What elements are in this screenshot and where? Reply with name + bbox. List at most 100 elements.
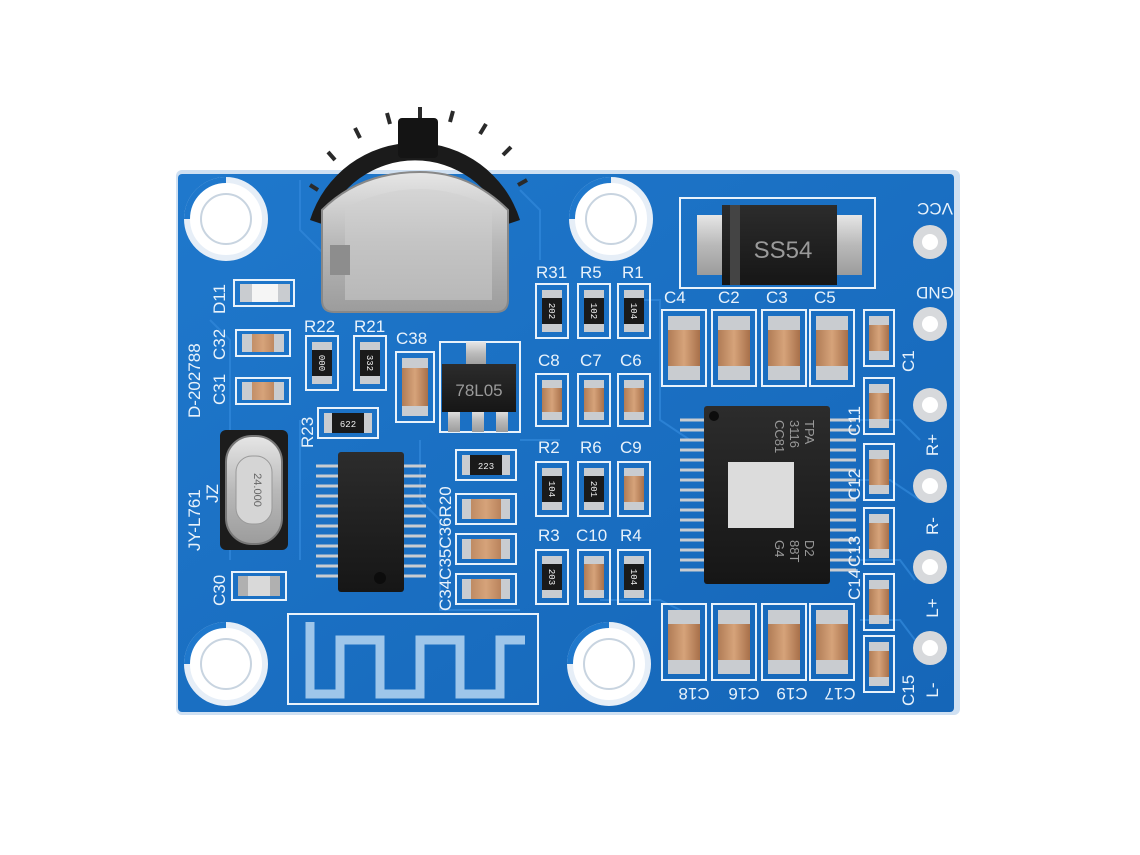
- label-r5: R5: [580, 263, 602, 282]
- diode-marking: SS54: [754, 237, 813, 264]
- r3-value: 203: [546, 569, 556, 585]
- label-r31: R31: [536, 263, 567, 282]
- label-r21: R21: [354, 317, 385, 336]
- r5-value: 102: [588, 303, 598, 319]
- amp-marking-1: TPA: [802, 420, 817, 445]
- board-maker: JZ: [203, 484, 222, 503]
- label-r-minus: R-: [923, 517, 942, 535]
- r20-value: 223: [478, 462, 494, 472]
- amp-marking-4: D2: [802, 540, 817, 557]
- resistor-r31: 202: [535, 283, 569, 339]
- led-d11: [233, 279, 295, 307]
- cap-c19: [761, 603, 807, 681]
- cap-c1: [863, 309, 895, 367]
- cap-c16: [711, 603, 757, 681]
- cap-c10: [577, 549, 611, 605]
- label-r22: R22: [304, 317, 335, 336]
- pad-vcc: [913, 225, 947, 259]
- label-l-plus: L+: [923, 598, 942, 617]
- label-c7: C7: [580, 351, 602, 370]
- label-c10: C10: [576, 526, 607, 545]
- label-r23: R23: [298, 417, 317, 448]
- cap-c36: [455, 493, 517, 525]
- cap-c35: [455, 533, 517, 565]
- label-c34-group: C34C35C36R20: [436, 486, 455, 611]
- amplifier-ic: TPA 3116 CC81 D2 88T G4: [680, 406, 856, 584]
- label-c6: C6: [620, 351, 642, 370]
- cap-c7: [577, 373, 611, 427]
- cap-c3: [761, 309, 807, 387]
- resistor-r21: 332: [353, 335, 387, 391]
- label-vcc: VCC: [917, 199, 953, 218]
- cap-c8: [535, 373, 569, 427]
- label-c1: C1: [899, 350, 918, 372]
- cap-c11: [863, 377, 895, 435]
- cap-c32: [235, 329, 291, 357]
- label-r6: R6: [580, 438, 602, 457]
- label-c9: C9: [620, 438, 642, 457]
- label-c14: C14: [845, 569, 864, 600]
- r2-value: 104: [546, 481, 556, 497]
- cap-c15: [863, 635, 895, 693]
- cap-c13: [863, 507, 895, 565]
- pad-r-minus: [913, 469, 947, 503]
- pad-gnd: [913, 307, 947, 341]
- r23-value: 622: [340, 420, 356, 430]
- cap-c38: [395, 351, 435, 423]
- regulator-78l05: 78L05: [439, 341, 521, 433]
- label-c32: C32: [210, 329, 229, 360]
- r4-value: 104: [628, 569, 638, 585]
- r22-value: 000: [316, 355, 326, 371]
- label-r2: R2: [538, 438, 560, 457]
- cap-c2: [711, 309, 757, 387]
- label-d11: D11: [210, 284, 229, 314]
- board-code: D-202788: [185, 343, 204, 418]
- r1-value: 104: [628, 303, 638, 319]
- cap-c18: [661, 603, 707, 681]
- label-c19: C19: [776, 684, 807, 703]
- copper-traces: [209, 180, 921, 641]
- volume-knob: [308, 107, 528, 313]
- label-c17: C17: [824, 684, 855, 703]
- resistor-r22: 000: [305, 335, 339, 391]
- label-c2: C2: [718, 288, 740, 307]
- label-c16: C16: [728, 684, 759, 703]
- cap-c17: [809, 603, 855, 681]
- amp-marking-5: 88T: [787, 540, 802, 562]
- label-c31: C31: [210, 374, 229, 405]
- mount-hole-bottom-center: [567, 622, 651, 706]
- crystal-oscillator: 24.000: [220, 430, 288, 550]
- port-pads: [913, 225, 947, 665]
- label-r4: R4: [620, 526, 642, 545]
- cap-c12: [863, 443, 895, 501]
- mount-hole-top-center: [569, 177, 653, 261]
- resistor-r6: 201: [577, 461, 611, 517]
- cap-c31: [235, 377, 291, 405]
- label-c30: C30: [210, 575, 229, 606]
- mount-hole-top-left: [184, 177, 268, 261]
- amp-marking-2: 3116: [787, 420, 802, 448]
- bluetooth-chip: [316, 452, 426, 592]
- pad-l-minus: [913, 631, 947, 665]
- cap-c34: [455, 573, 517, 605]
- r6-value: 201: [588, 481, 598, 497]
- label-l-minus: L-: [923, 682, 942, 697]
- cap-c14: [863, 573, 895, 631]
- resistor-r4: 104: [617, 549, 651, 605]
- label-c8: C8: [538, 351, 560, 370]
- label-c3: C3: [766, 288, 788, 307]
- cap-c4: [661, 309, 707, 387]
- board-model: JY-L761: [185, 489, 204, 551]
- resistor-r23: 622: [317, 407, 379, 439]
- pad-r-plus: [913, 388, 947, 422]
- label-c18: C18: [678, 684, 709, 703]
- r31-value: 202: [546, 303, 556, 319]
- label-c11: C11: [845, 406, 864, 436]
- label-r1: R1: [622, 263, 644, 282]
- cap-c5: [809, 309, 855, 387]
- resistor-r1: 104: [617, 283, 651, 339]
- crystal-marking: 24.000: [251, 473, 263, 507]
- amp-marking-3: CC81: [772, 420, 787, 453]
- resistor-r20: 223: [455, 449, 517, 481]
